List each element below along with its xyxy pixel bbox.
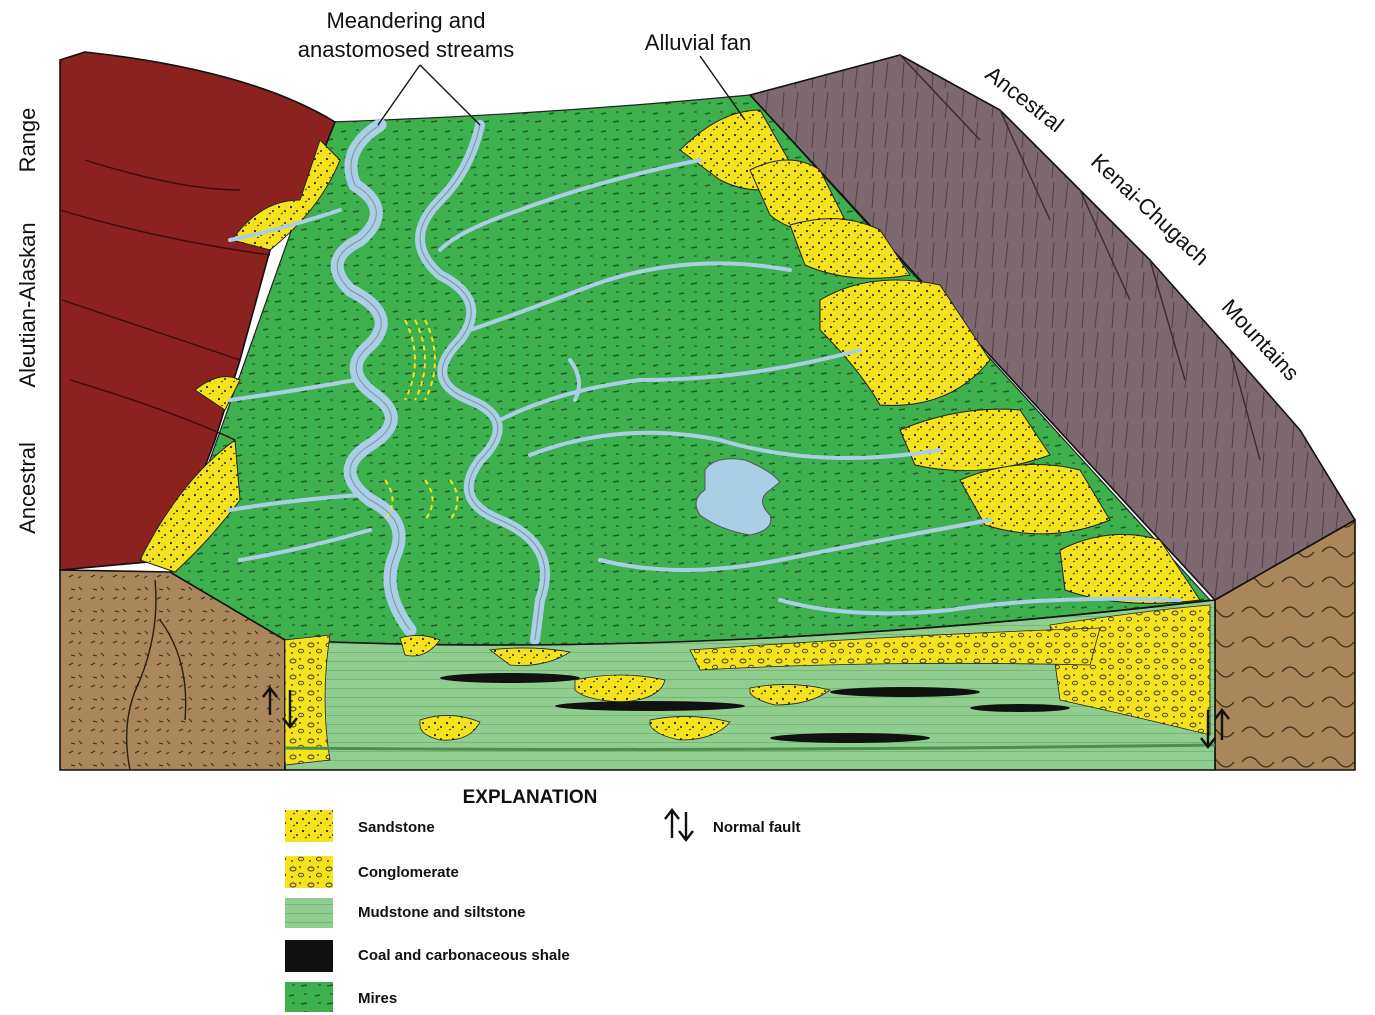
coal-lens: [970, 704, 1070, 712]
alluvial-fan-label: Alluvial fan: [645, 30, 751, 55]
legend-swatch-conglomerate: [285, 856, 333, 888]
legend-swatch-mires: [285, 982, 333, 1012]
coal-lens: [440, 673, 580, 683]
legend-label-coal: Coal and carbonaceous shale: [358, 947, 570, 964]
legend-swatch-mudstone: [285, 898, 333, 928]
west-range-label-2: Aleutian-Alaskan: [15, 222, 40, 387]
legend-label-conglomerate: Conglomerate: [358, 864, 459, 881]
west-range-label-1: Ancestral: [15, 442, 40, 534]
legend-label-sandstone: Sandstone: [358, 819, 435, 836]
front-conglomerate-west: [285, 635, 330, 765]
legend-label-normal-fault: Normal fault: [713, 819, 801, 836]
legend-label-mudstone: Mudstone and siltstone: [358, 904, 526, 921]
coal-lens: [770, 733, 930, 743]
west-range-label-3: Range: [15, 108, 40, 173]
coal-lens: [555, 701, 745, 711]
legend-label-mires: Mires: [358, 990, 397, 1007]
streams-label-line1: Meandering and: [326, 8, 485, 33]
streams-label-line2: anastomosed streams: [298, 37, 514, 62]
coal-lens: [830, 687, 980, 697]
legend-fault-icon: [665, 810, 693, 840]
legend: EXPLANATION Sandstone Conglomerate Mudst…: [285, 787, 801, 1012]
legend-swatch-sandstone: [285, 810, 333, 842]
legend-title: EXPLANATION: [463, 787, 598, 808]
legend-swatch-coal: [285, 940, 333, 972]
